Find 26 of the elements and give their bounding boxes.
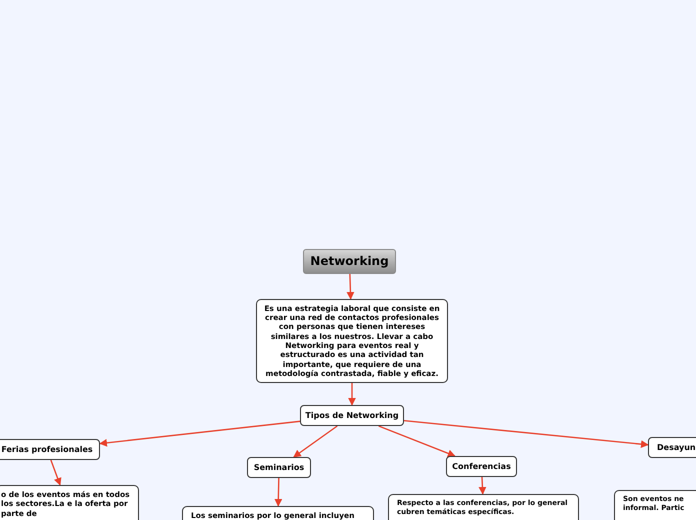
node-text: Conferencias (452, 462, 511, 472)
root-topic-box (303, 249, 396, 274)
arrow (274, 478, 282, 507)
topic-box (247, 457, 311, 478)
description-box (256, 299, 448, 383)
node-text: Seminarios (254, 462, 304, 472)
description-box (182, 506, 374, 520)
topic-box (300, 405, 404, 426)
arrow (348, 383, 356, 406)
arrow (404, 420, 649, 448)
arrow (478, 476, 486, 495)
node-text: Desayun (657, 442, 696, 452)
arrow (378, 425, 456, 458)
topic-box (648, 437, 696, 458)
topic-box (0, 439, 100, 460)
description-box (388, 494, 579, 520)
node-text: Networking (310, 254, 389, 269)
description-box (614, 490, 696, 520)
node-text: Ferias profesionales (1, 444, 93, 454)
arrow (346, 274, 354, 300)
node-text: Tipos de Networking (305, 410, 399, 420)
arrow (50, 460, 62, 486)
description-box (0, 485, 139, 520)
topic-box (446, 456, 517, 477)
arrow (293, 425, 338, 458)
arrow (99, 420, 300, 447)
